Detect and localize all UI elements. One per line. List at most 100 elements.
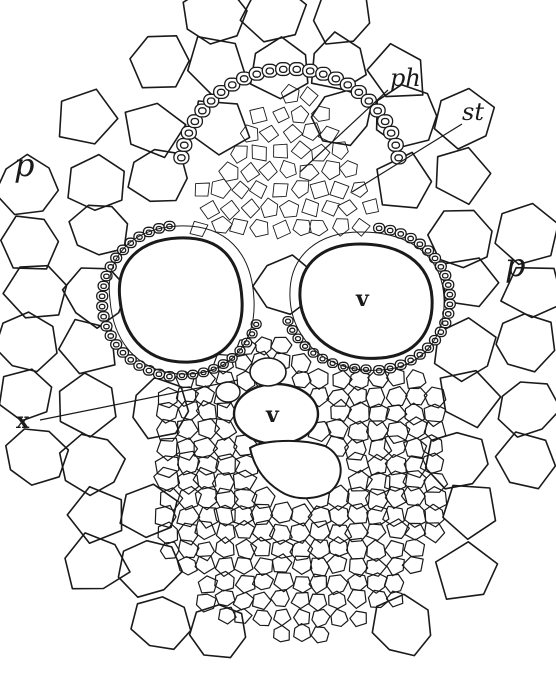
xylem-fibre-cell: [327, 419, 349, 440]
phloem-cell: [241, 199, 259, 218]
parenchyma-cell: [130, 36, 189, 88]
phloem-cell: [273, 184, 288, 197]
protoxylem-cell-left: [216, 382, 240, 402]
parenchyma-cell: [190, 605, 246, 658]
parenchyma-cell: [63, 268, 128, 328]
sheath-cell-lumen: [447, 302, 453, 306]
parenchyma-cell: [68, 155, 124, 211]
xylem-fibre-cell: [311, 627, 329, 643]
xylem-fibre-cell: [274, 573, 294, 592]
sheath-cell-lumen: [207, 98, 215, 104]
xylem-fibre-cell: [329, 506, 348, 527]
parenchyma-cell: [436, 148, 490, 205]
leader-line-x: [40, 380, 238, 420]
xylem-fibre-cell: [405, 523, 426, 540]
phloem-cell: [211, 179, 231, 198]
parenchyma-cell: [65, 533, 130, 589]
xylem-fibre-cell: [386, 405, 407, 422]
phloem-cell: [283, 124, 302, 142]
xylem-fibre-cell: [404, 539, 424, 556]
sheath-cell-lumen: [128, 358, 134, 362]
phloem-cell: [252, 145, 266, 161]
label-v-large: v: [355, 286, 370, 312]
sheath-cell-lumen: [191, 119, 199, 125]
phloem-cell: [231, 146, 248, 163]
parenchyma-cell: [183, 0, 247, 44]
phloem-cell: [352, 218, 370, 236]
label-p-left: p: [14, 146, 34, 184]
xylem-fibre-cell: [331, 609, 348, 626]
protoxylem-cell-upper: [250, 358, 286, 386]
sheath-cell-lumen: [443, 274, 449, 278]
parenchyma-cell: [498, 382, 556, 437]
sheath-cell-lumen: [99, 304, 105, 308]
sheath-cell-lumen: [425, 249, 431, 253]
xylem-fibre-cell: [158, 522, 177, 544]
sheath-cell-lumen: [355, 89, 363, 95]
sheath-cell-lumen: [446, 283, 452, 287]
phloem-cell: [338, 200, 357, 216]
leader-line-st: [352, 124, 462, 192]
sheath-cell-lumen: [240, 76, 248, 82]
label-x: x: [16, 408, 30, 434]
xylem-fibre-cell: [253, 574, 274, 590]
phloem-cell: [273, 107, 289, 123]
sheath-cell-lumen: [199, 108, 207, 114]
phloem-cell: [232, 181, 249, 199]
phloem-cell: [280, 160, 296, 178]
sheath-cell-lumen: [432, 256, 438, 260]
phloem-cell: [339, 161, 357, 178]
xylem-fibre-cell: [402, 557, 423, 574]
label-ph: ph: [390, 64, 421, 92]
sheath-cell-lumen: [254, 322, 259, 326]
sheath-cell-lumen: [311, 351, 316, 355]
xylem-fibre-cell: [308, 369, 328, 390]
xylem-fibre-cell: [327, 554, 347, 573]
phloem-cell: [261, 198, 278, 218]
xylem-fibre-cell: [386, 387, 407, 406]
phloem-cell: [310, 181, 329, 199]
xylem-fibre-cell: [215, 558, 234, 577]
sheath-cell-lumen: [167, 374, 173, 378]
xylem-fibre-cell: [347, 504, 368, 524]
sheath-cell-lumen: [376, 226, 382, 230]
phloem-cell: [363, 199, 379, 214]
sheath-cell-lumen: [293, 66, 301, 72]
sheath-cell-lumen: [408, 236, 414, 240]
sheath-cell-lumen: [446, 312, 452, 316]
sheath-cell-lumen: [266, 68, 274, 74]
xylem-fibre-cell: [233, 592, 254, 609]
sheath-cell-lumen: [365, 98, 373, 104]
parenchyma-cell: [426, 433, 488, 489]
sheath-cell-lumen: [395, 155, 403, 161]
xylem-fibre-cell: [366, 523, 386, 541]
phloem-cell: [330, 181, 349, 199]
sheath-cell-lumen: [99, 294, 105, 298]
xylem-fibre-cell: [385, 541, 404, 559]
sheath-cell-lumen: [364, 368, 369, 372]
xylem-fibre-cell: [346, 452, 368, 473]
sheath-cell-lumen: [178, 155, 186, 161]
xylem-fibre-cell: [274, 609, 291, 626]
phloem-cell: [250, 107, 267, 124]
label-v-small: v: [265, 402, 280, 428]
phloem-cell: [274, 144, 288, 158]
sheath-cell-lumen: [438, 265, 444, 269]
xylem-fibre-cell: [195, 487, 216, 510]
xylem-fibre-cell: [291, 593, 309, 609]
parenchyma-cell: [314, 0, 370, 44]
sheath-cell-lumen: [447, 292, 453, 296]
xylem-fibre-cell: [407, 370, 426, 389]
xylem-fibre-cell: [193, 467, 216, 489]
xylem-fibre-cell: [159, 388, 179, 408]
sheath-cell-lumen: [417, 242, 423, 246]
label-p-right: p: [505, 246, 525, 284]
sheath-cell-lumen: [137, 364, 143, 368]
xylem-fibre-cell: [387, 557, 405, 575]
parenchyma-cell: [443, 485, 496, 539]
sheath-cell-lumen: [156, 372, 162, 376]
xylem-fibre-cell: [348, 470, 372, 491]
sheath-cell-lumen: [185, 130, 193, 136]
phloem-cell: [259, 125, 278, 142]
